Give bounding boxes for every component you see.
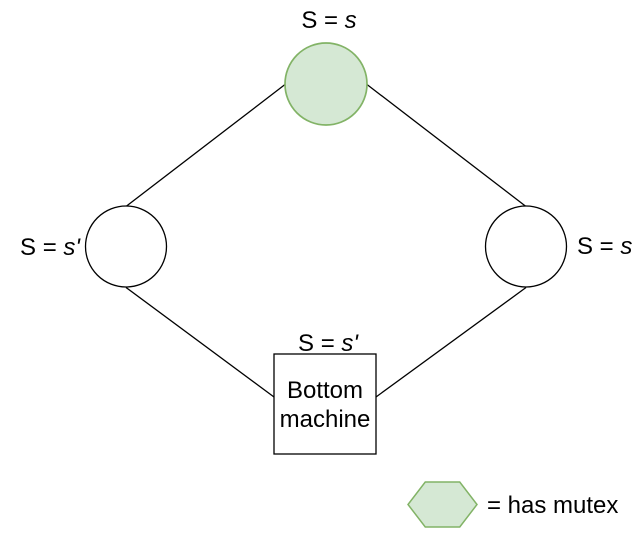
legend: = has mutex: [407, 481, 618, 528]
legend-label: = has mutex: [487, 492, 618, 519]
mutex-hexagon-icon: [407, 481, 478, 528]
node-bottom-machine-rect: [273, 353, 377, 455]
edge-top-to-right: [366, 83, 527, 208]
edge-right-to-bottom: [375, 286, 527, 398]
node-left-circle: [84, 205, 168, 288]
node-bottom-label: S = s': [298, 330, 359, 357]
node-left-label: S = s': [20, 234, 81, 261]
node-top-circle: [284, 42, 368, 126]
node-top-label: S = s: [301, 7, 356, 34]
node-bottom-text-line1: Bottom: [287, 377, 363, 404]
edge-group: [125, 83, 527, 398]
node-bottom-text-line2: machine: [280, 406, 371, 433]
edge-top-to-left: [125, 83, 286, 208]
node-right-label: S = s: [577, 233, 632, 260]
node-right-circle: [484, 205, 568, 288]
edge-left-to-bottom: [125, 286, 275, 398]
